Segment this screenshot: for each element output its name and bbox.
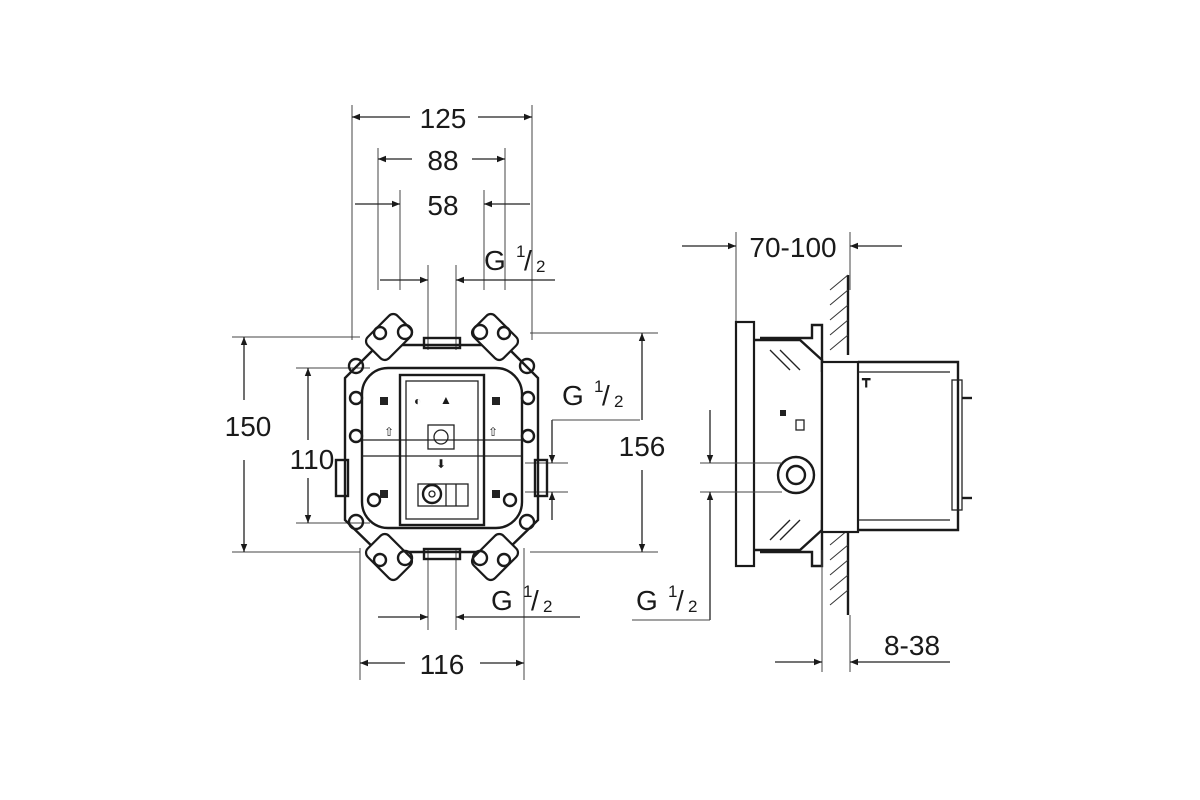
dim-label-58: 58 [427,190,458,221]
svg-text:◐: ◐ [414,394,421,408]
wall-section [829,274,850,615]
mounting-box-front: ◐ ▲ ⇧ ⇧ ⬇ [334,312,549,582]
thread-g-right: G [562,380,584,411]
svg-text:⬇: ⬇ [436,457,446,471]
dim-label-70-100: 70-100 [749,232,836,263]
dim-label-88: 88 [427,145,458,176]
dimension-125: 125 [352,103,532,134]
thread-den-bottom: 2 [543,597,552,616]
dimension-58: 58 [355,190,530,221]
dimension-150: 150 [225,337,272,552]
thread-label-side: G 1 / 2 [632,410,714,621]
dimension-116: 116 [360,649,524,680]
dimension-156: 156 [619,333,666,552]
thread-g-top: G [484,245,506,276]
thread-num-right: 1 [594,377,603,396]
svg-text:┳: ┳ [861,371,871,388]
thread-den-top: 2 [536,257,545,276]
svg-text:/: / [676,585,684,616]
thread-den-side: 2 [688,597,697,616]
dimension-8-38: 8-38 [775,630,950,666]
thread-num-top: 1 [516,242,525,261]
mounting-ear-top-right [470,312,536,375]
dim-label-150: 150 [225,411,272,442]
dim-label-156: 156 [619,431,666,462]
svg-text:▲: ▲ [440,393,452,407]
svg-text:/: / [524,245,532,276]
dimension-70-100: 70-100 [682,232,902,263]
front-view: 125 88 58 G 1 / 2 [225,103,666,680]
thread-den-right: 2 [614,392,623,411]
thread-label-right: G 1 / 2 [548,377,640,520]
mounting-ear-top-left [347,312,414,375]
mounting-ear-bottom-right [470,513,536,582]
thread-label-bottom: G 1 / 2 [378,582,580,621]
dimension-88: 88 [378,145,505,176]
side-view: 70-100 [632,232,972,672]
dimension-110: 110 [290,368,335,523]
thread-label-top: G 1 / 2 [380,242,555,284]
mounting-box-side: ┳ [734,320,972,568]
svg-text:⇧: ⇧ [488,425,498,439]
svg-text:⇧: ⇧ [384,425,394,439]
mounting-ear-bottom-left [347,513,414,582]
svg-text:/: / [602,380,610,411]
thread-num-bottom: 1 [523,582,532,601]
thread-g-side: G [636,585,658,616]
svg-text:/: / [531,585,539,616]
dim-label-110: 110 [290,444,335,475]
dim-label-8-38: 8-38 [884,630,940,661]
dim-label-125: 125 [420,103,467,134]
thread-g-bottom: G [491,585,513,616]
dim-label-116: 116 [420,649,465,680]
thread-num-side: 1 [668,582,677,601]
